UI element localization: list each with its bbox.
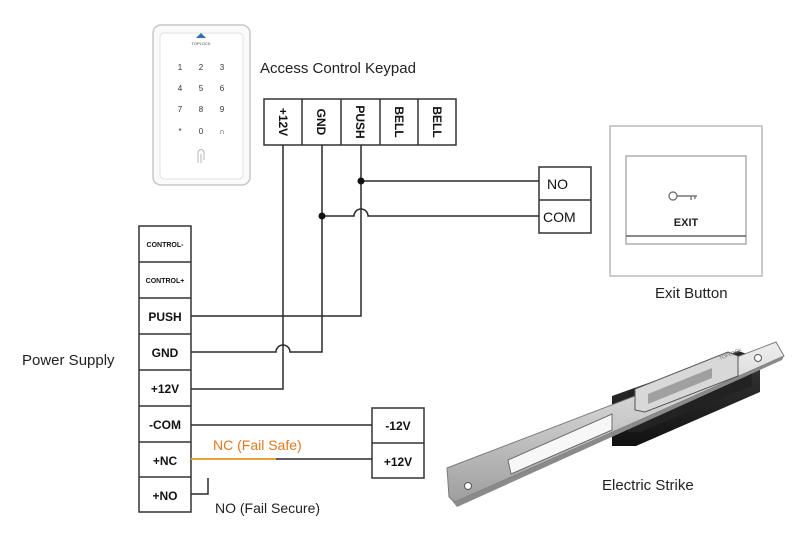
ps-terminal-nc: +NC: [153, 454, 178, 468]
exit-terminal-no: NO: [547, 176, 568, 192]
key-icon: [668, 191, 697, 201]
keypad-key[interactable]: 3: [220, 63, 225, 72]
electric-strike-device: TOPLOCK: [446, 341, 785, 507]
strike-terminal-plus-12v: +12V: [384, 455, 412, 469]
screw-hole-icon: [464, 482, 472, 490]
exit-button-device: EXIT: [609, 125, 763, 277]
wire-12v: [191, 145, 284, 390]
keypad-key[interactable]: 7: [178, 105, 183, 114]
ps-terminal-control-plus: CONTROL+: [146, 278, 185, 285]
no-annotation: NO (Fail Secure): [215, 500, 320, 516]
keypad-key[interactable]: 2: [199, 63, 204, 72]
exit-button-face-label: EXIT: [674, 217, 699, 229]
keypad-terminal-bell-2: BELL: [430, 106, 444, 137]
keypad-title: Access Control Keypad: [260, 60, 416, 77]
power-supply-title: Power Supply: [22, 352, 115, 369]
junction-gnd: [318, 212, 326, 220]
wire-no-stub: [191, 478, 209, 495]
nc-annotation: NC (Fail Safe): [213, 437, 302, 453]
keypad-terminal-gnd: GND: [314, 109, 328, 136]
ps-terminal-12v: +12V: [151, 382, 179, 396]
keypad-key[interactable]: 6: [220, 84, 225, 93]
wire-exit-com: [322, 208, 539, 217]
power-supply-terminal-block: CONTROL- CONTROL+ PUSH GND +12V -COM +NC…: [138, 225, 192, 513]
keypad-key[interactable]: 8: [199, 105, 204, 114]
keypad-logo-icon: [196, 33, 206, 38]
keypad-key[interactable]: 4: [178, 84, 183, 93]
ps-terminal-push: PUSH: [148, 310, 181, 324]
screw-hole-icon: [754, 354, 762, 362]
exit-terminal-com: COM: [543, 209, 576, 225]
keypad-key[interactable]: *: [178, 127, 181, 136]
keypad-keys: 1 2 3 4 5 6 7 8 9 * 0 ∩: [178, 63, 225, 136]
wires: [191, 145, 539, 495]
keypad-terminal-bell-1: BELL: [392, 106, 406, 137]
keypad-brand: TOPLOCK: [191, 41, 210, 46]
exit-button-title: Exit Button: [655, 285, 728, 302]
strike-terminal-minus-12v: -12V: [385, 419, 410, 433]
keypad-device: TOPLOCK 1 2 3 4 5 6 7 8 9 * 0 ∩: [152, 24, 251, 186]
junction-push: [357, 177, 365, 185]
strike-title: Electric Strike: [602, 477, 694, 494]
wire-gnd: [191, 145, 323, 353]
keypad-terminal-push: PUSH: [353, 105, 367, 138]
keypad-key[interactable]: ∩: [219, 127, 225, 136]
keypad-key[interactable]: 5: [199, 84, 204, 93]
ps-terminal-control-minus: CONTROL-: [147, 242, 185, 249]
exit-terminal-block: NO COM: [538, 166, 592, 234]
wire-push: [191, 145, 362, 317]
keypad-terminal-12v: +12V: [276, 108, 290, 136]
fingerprint-icon: [197, 149, 205, 163]
keypad-terminal-block: +12V GND PUSH BELL BELL: [263, 98, 457, 146]
ps-terminal-gnd: GND: [152, 346, 179, 360]
keypad-key[interactable]: 1: [178, 63, 183, 72]
keypad-key[interactable]: 9: [220, 105, 225, 114]
strike-terminal-block: -12V +12V: [371, 407, 425, 479]
keypad-key[interactable]: 0: [199, 127, 204, 136]
ps-terminal-no: +NO: [152, 489, 177, 503]
ps-terminal-com: -COM: [149, 418, 181, 432]
